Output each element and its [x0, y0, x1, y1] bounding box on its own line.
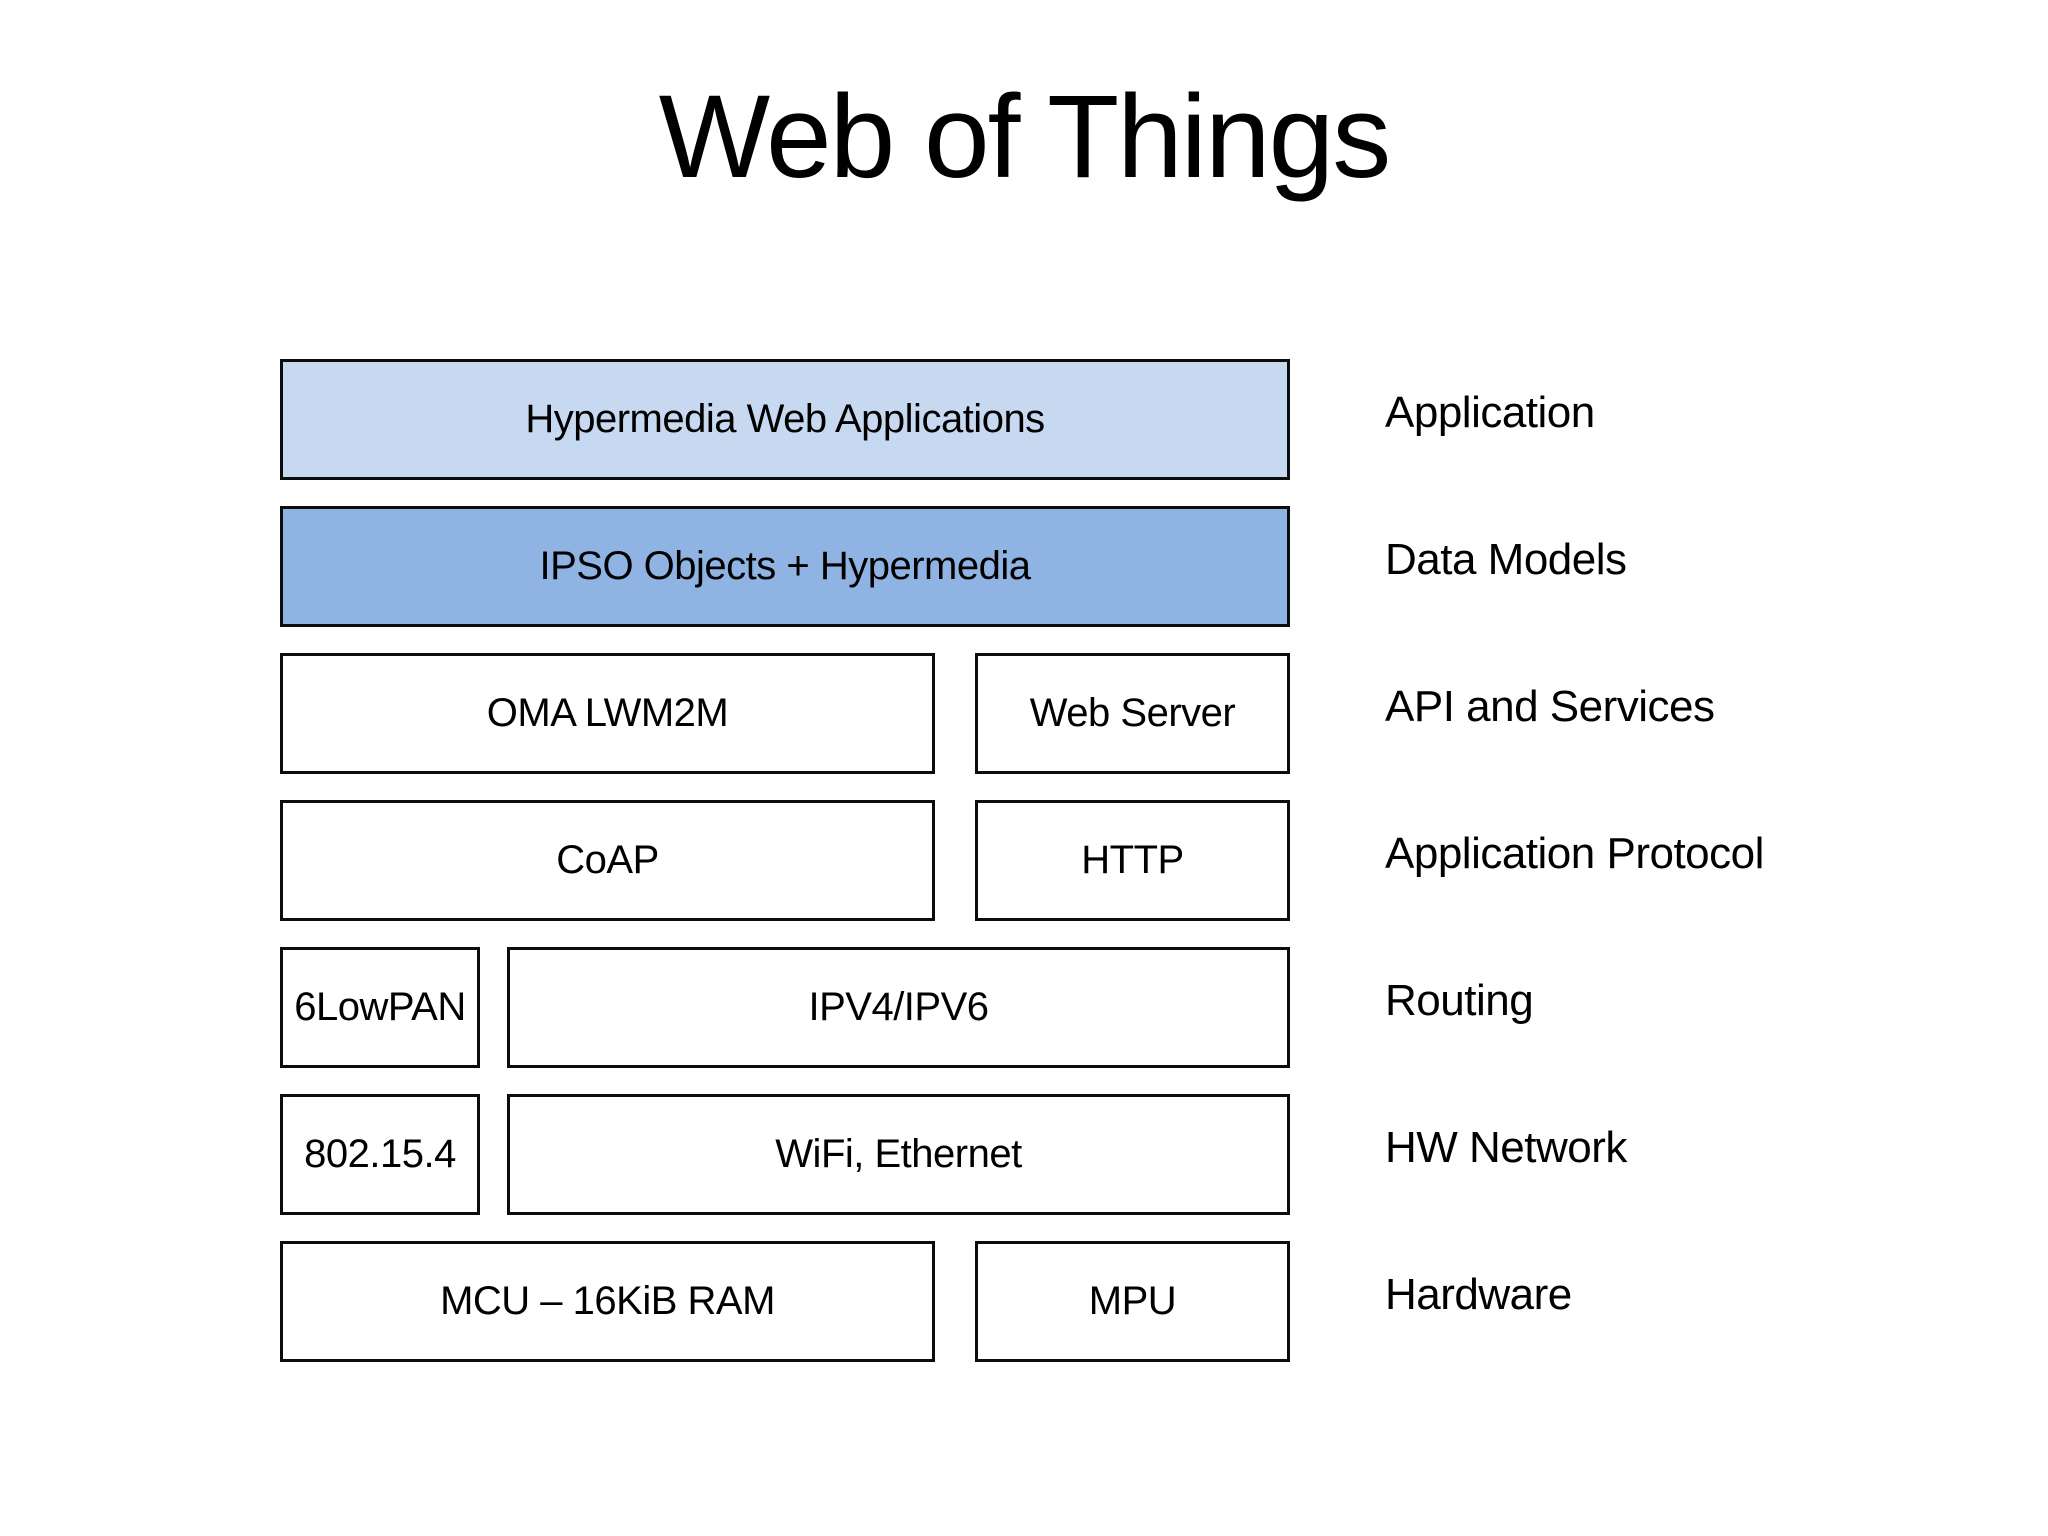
- box-text: Web Server: [1029, 691, 1236, 735]
- layer-label-routing: Routing: [1385, 975, 1534, 1025]
- layer-label-api-services: API and Services: [1385, 681, 1715, 731]
- box-text: IPSO Objects + Hypermedia: [539, 544, 1031, 588]
- box-802-15-4: 802.15.4: [280, 1094, 480, 1215]
- box-text: CoAP: [556, 838, 659, 882]
- box-text: IPV4/IPV6: [808, 985, 989, 1029]
- box-text: OMA LWM2M: [486, 691, 729, 735]
- box-text: 802.15.4: [304, 1132, 456, 1176]
- layer-boxes: 6LowPAN IPV4/IPV6: [280, 947, 1290, 1068]
- layer-row-data-models: IPSO Objects + Hypermedia Data Models: [280, 506, 1764, 627]
- box-coap: CoAP: [280, 800, 935, 921]
- box-text: Hypermedia Web Applications: [525, 397, 1045, 441]
- layer-row-api-services: OMA LWM2M Web Server API and Services: [280, 653, 1764, 774]
- layer-boxes: 802.15.4 WiFi, Ethernet: [280, 1094, 1290, 1215]
- layer-label-hw-network: HW Network: [1385, 1122, 1627, 1172]
- layer-boxes: OMA LWM2M Web Server: [280, 653, 1290, 774]
- box-text: MCU – 16KiB RAM: [440, 1279, 775, 1323]
- box-mpu: MPU: [975, 1241, 1290, 1362]
- box-oma-lwm2m: OMA LWM2M: [280, 653, 935, 774]
- box-http: HTTP: [975, 800, 1290, 921]
- box-6lowpan: 6LowPAN: [280, 947, 480, 1068]
- layer-boxes: Hypermedia Web Applications: [280, 359, 1290, 480]
- layer-label-hardware: Hardware: [1385, 1269, 1572, 1319]
- box-mcu-16kib-ram: MCU – 16KiB RAM: [280, 1241, 935, 1362]
- layer-row-routing: 6LowPAN IPV4/IPV6 Routing: [280, 947, 1764, 1068]
- layer-boxes: IPSO Objects + Hypermedia: [280, 506, 1290, 627]
- box-ipso-objects-hypermedia: IPSO Objects + Hypermedia: [280, 506, 1290, 627]
- page-title: Web of Things: [658, 71, 1392, 203]
- layer-boxes: CoAP HTTP: [280, 800, 1290, 921]
- layer-row-application: Hypermedia Web Applications Application: [280, 359, 1764, 480]
- layer-row-hardware: MCU – 16KiB RAM MPU Hardware: [280, 1241, 1764, 1362]
- layer-label-application: Application: [1385, 387, 1595, 437]
- box-text: WiFi, Ethernet: [775, 1132, 1022, 1176]
- protocol-stack-diagram: Hypermedia Web Applications Application …: [280, 359, 1764, 1388]
- box-ipv4-ipv6: IPV4/IPV6: [507, 947, 1290, 1068]
- box-text: MPU: [1088, 1279, 1177, 1323]
- box-text: HTTP: [1081, 838, 1184, 882]
- layer-boxes: MCU – 16KiB RAM MPU: [280, 1241, 1290, 1362]
- box-wifi-ethernet: WiFi, Ethernet: [507, 1094, 1290, 1215]
- layer-label-application-protocol: Application Protocol: [1385, 828, 1764, 878]
- layer-label-data-models: Data Models: [1385, 534, 1627, 584]
- box-hypermedia-web-applications: Hypermedia Web Applications: [280, 359, 1290, 480]
- layer-row-application-protocol: CoAP HTTP Application Protocol: [280, 800, 1764, 921]
- box-text: 6LowPAN: [294, 985, 466, 1029]
- box-web-server: Web Server: [975, 653, 1290, 774]
- layer-row-hw-network: 802.15.4 WiFi, Ethernet HW Network: [280, 1094, 1764, 1215]
